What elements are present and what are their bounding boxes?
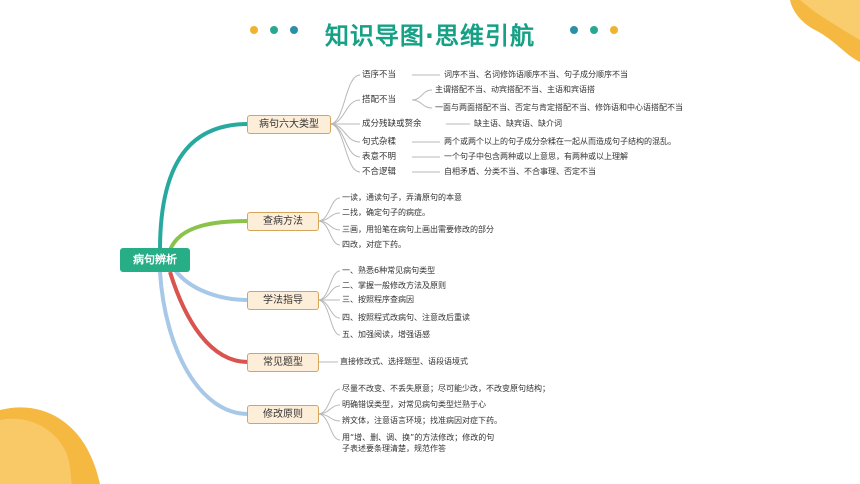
bottom-left-blob-light	[0, 418, 72, 484]
type-desc: 两个或两个以上的句子成分杂糅在一起从而造成句子结构的混乱。	[444, 137, 676, 146]
check-step: 二找，确定句子的病症。	[342, 208, 430, 217]
type-desc: 缺主语、缺宾语、缺介词	[474, 119, 562, 128]
link-study	[173, 268, 249, 302]
branch-node-common: 常见题型	[247, 353, 319, 372]
study-item: 一、熟悉6种常见病句类型	[342, 266, 436, 275]
link-principles	[158, 271, 249, 416]
page-title: 知识导图·思维引航	[324, 22, 536, 50]
type-sub: 一面与两面搭配不当、否定与肯定搭配不当、修饰语和中心语搭配不当	[435, 103, 683, 112]
header-dot-left-2	[270, 26, 278, 34]
type-name: 不合逻辑	[362, 167, 397, 177]
study-item: 二、掌握一般修改方法及原则	[342, 281, 446, 290]
header-dot-right-1	[570, 26, 578, 34]
link-common	[168, 271, 249, 364]
study-item: 三、按照程序查病因	[342, 295, 414, 304]
link-check	[168, 219, 249, 251]
type-desc: 自相矛盾、分类不当、不合事理、否定不当	[444, 167, 596, 176]
branch-node-study: 学法指导	[247, 291, 319, 310]
check-step: 一读，通读句子，弄清原句的本意	[342, 193, 462, 202]
type-name: 表意不明	[362, 152, 397, 162]
type-name: 句式杂糅	[362, 137, 397, 147]
top-right-blob-light	[800, 0, 860, 40]
check-step: 三画，用铅笔在病句上画出需要修改的部分	[342, 225, 494, 234]
common-types: 直接修改式、选择题型、语段语境式	[340, 357, 468, 366]
principle-item: 用“增、删、调、换”的方法修改；修改的句	[342, 433, 495, 442]
check-step: 四改，对症下药。	[342, 240, 406, 249]
study-item: 四、按照程式改病句、注意改后重读	[342, 313, 470, 322]
branch-node-check: 查病方法	[247, 212, 319, 231]
type-desc: 一个句子中包含两种或以上意思，有两种或以上理解	[444, 152, 628, 161]
link-types	[158, 122, 249, 251]
header-dot-left-3	[290, 26, 298, 34]
principle-item: 辨文体，注意语言环境；找准病因对症下药。	[342, 416, 502, 425]
root-node: 病句辨析	[120, 248, 190, 272]
header-dot-right-2	[590, 26, 598, 34]
type-sub: 主谓搭配不当、动宾搭配不当、主语和宾语搭	[435, 85, 595, 94]
principle-item: 子表述要条理清楚，规范作答	[342, 444, 446, 453]
branch-node-types: 病句六大类型	[247, 115, 331, 134]
header-dot-left-1	[250, 26, 258, 34]
type-name: 搭配不当	[362, 95, 397, 105]
type-name: 语序不当	[362, 70, 397, 80]
principle-item: 尽量不改变、不丢失原意；尽可能少改，不改变原句结构；	[342, 384, 550, 393]
header-dot-right-3	[610, 26, 618, 34]
principle-item: 明确错误类型，对常见病句类型烂熟于心	[342, 400, 486, 409]
study-item: 五、加强阅读，增强语感	[342, 330, 430, 339]
branch-node-principles: 修改原则	[247, 405, 319, 424]
type-desc: 词序不当、名词修饰语顺序不当、句子成分顺序不当	[444, 70, 628, 79]
type-name: 成分残缺或赘余	[362, 119, 422, 129]
